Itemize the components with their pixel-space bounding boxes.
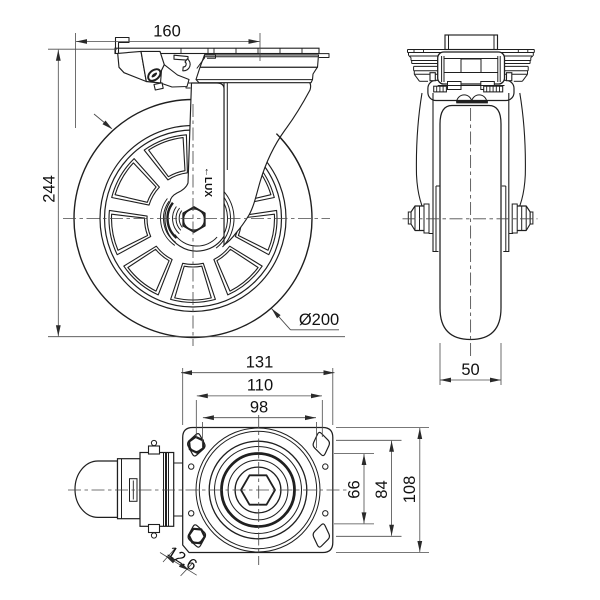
svg-text:Ø200: Ø200 (299, 311, 339, 329)
svg-text:66: 66 (345, 480, 363, 498)
svg-text:160: 160 (153, 23, 181, 41)
svg-text:98: 98 (250, 399, 268, 417)
svg-text:←LUX: ←LUX (202, 167, 213, 197)
svg-text:110: 110 (247, 377, 273, 395)
svg-text:244: 244 (41, 175, 59, 203)
svg-text:108: 108 (401, 476, 419, 504)
svg-text:84: 84 (373, 480, 391, 498)
svg-text:50: 50 (461, 361, 479, 379)
svg-text:131: 131 (246, 354, 274, 372)
